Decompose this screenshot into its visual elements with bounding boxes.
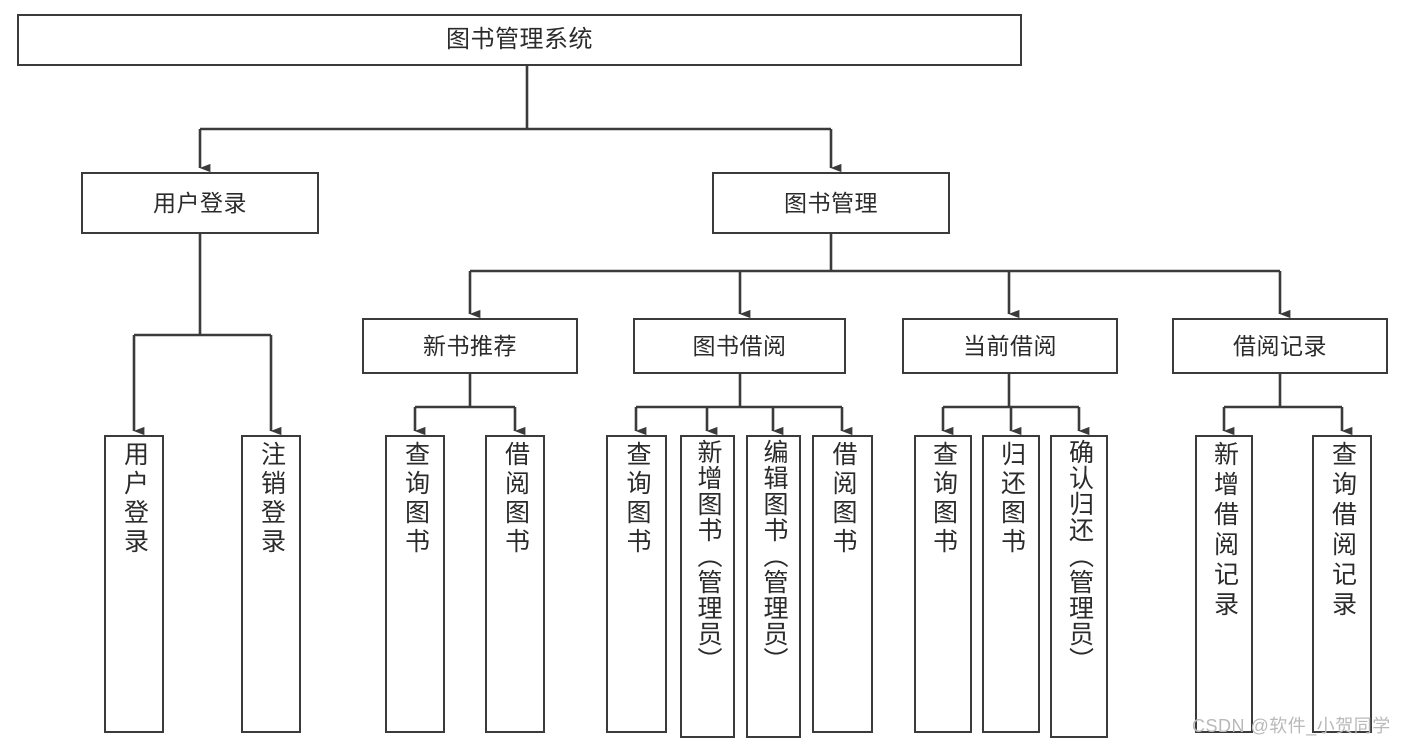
leaf-query-book-borrow[interactable]: 查询图书 xyxy=(606,435,667,733)
node-label: 用户登录 xyxy=(120,441,149,557)
leaf-borrow-book[interactable]: 借阅图书 xyxy=(812,435,873,733)
node-current-borrow[interactable]: 当前借阅 xyxy=(902,318,1118,374)
node-label: 归还图书 xyxy=(997,441,1026,557)
node-label: 查询图书 xyxy=(623,441,651,557)
node-label: 用户登录 xyxy=(153,189,247,216)
node-label: 新书推荐 xyxy=(423,332,517,359)
node-label: 借阅图书 xyxy=(829,441,857,557)
leaf-edit-book-admin[interactable]: 编辑图书（管理员） xyxy=(746,435,801,738)
node-label: 当前借阅 xyxy=(963,332,1057,359)
node-label: 查询借阅记录 xyxy=(1328,441,1357,621)
node-label: 借阅图书 xyxy=(501,441,530,557)
node-label: 新增借阅记录 xyxy=(1210,441,1239,621)
node-label: 注销登录 xyxy=(257,441,286,557)
leaf-user-login[interactable]: 用户登录 xyxy=(104,435,164,733)
node-label: 查询图书 xyxy=(929,441,958,557)
leaf-add-borrow-record[interactable]: 新增借阅记录 xyxy=(1195,435,1253,733)
node-label: 查询图书 xyxy=(401,441,430,557)
node-new-book-recommend[interactable]: 新书推荐 xyxy=(362,318,578,374)
node-label: 图书管理 xyxy=(784,189,878,216)
leaf-add-book-admin[interactable]: 新增图书（管理员） xyxy=(680,435,735,738)
leaf-return-book[interactable]: 归还图书 xyxy=(982,435,1040,733)
leaf-logout[interactable]: 注销登录 xyxy=(241,435,301,733)
leaf-query-book-current[interactable]: 查询图书 xyxy=(914,435,972,733)
node-root-system[interactable]: 图书管理系统 xyxy=(17,14,1022,66)
node-book-borrow[interactable]: 图书借阅 xyxy=(633,318,846,374)
node-label: 确认归还（管理员） xyxy=(1065,439,1094,673)
leaf-query-borrow-record[interactable]: 查询借阅记录 xyxy=(1312,435,1372,733)
node-label: 借阅记录 xyxy=(1233,332,1327,359)
csdn-watermark: CSDN @软件_小贺同学 xyxy=(1192,716,1391,736)
leaf-confirm-return-admin[interactable]: 确认归还（管理员） xyxy=(1050,435,1108,738)
node-label: 图书借阅 xyxy=(692,332,787,359)
node-book-management[interactable]: 图书管理 xyxy=(712,172,950,234)
leaf-borrow-book-recommend[interactable]: 借阅图书 xyxy=(485,435,545,733)
node-borrow-record[interactable]: 借阅记录 xyxy=(1172,318,1388,374)
leaf-query-book-recommend[interactable]: 查询图书 xyxy=(385,435,445,733)
node-user-login[interactable]: 用户登录 xyxy=(81,172,319,234)
node-label: 编辑图书（管理员） xyxy=(760,439,788,673)
node-label: 图书管理系统 xyxy=(446,26,593,54)
node-label: 新增图书（管理员） xyxy=(694,439,722,673)
